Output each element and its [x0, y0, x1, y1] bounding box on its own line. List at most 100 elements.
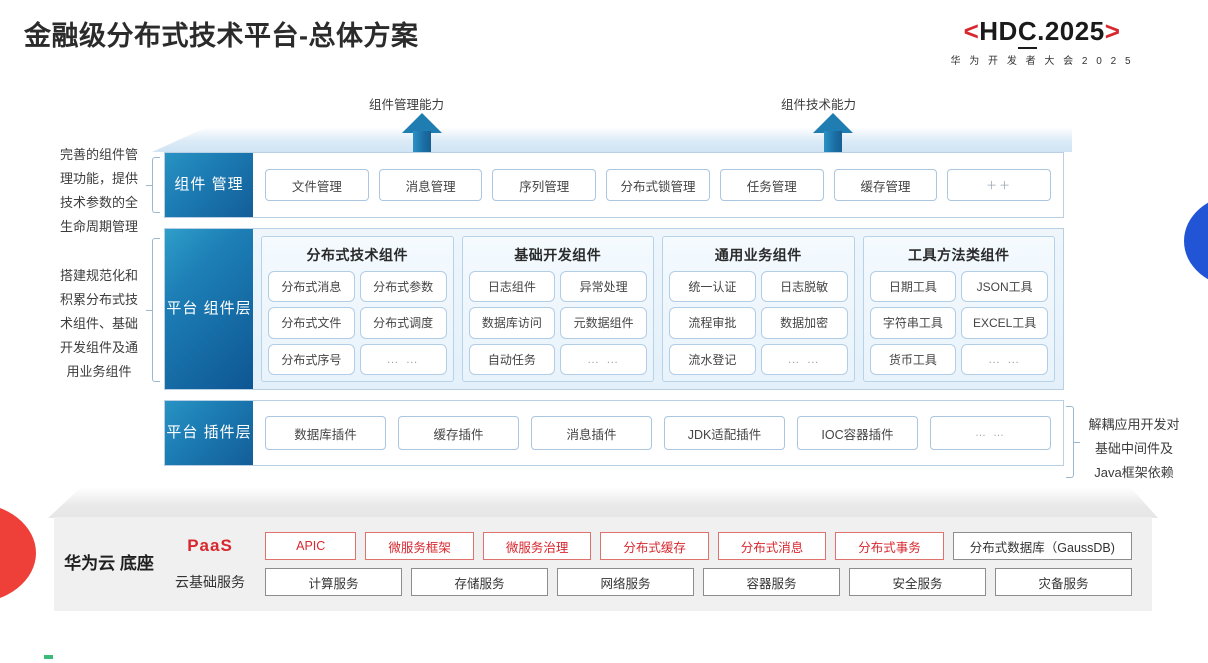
bracket-stub — [1074, 442, 1080, 443]
layer-label-platform-plugins: 平台 插件层 — [165, 401, 253, 465]
component-item[interactable]: 元数据组件 — [560, 307, 647, 339]
component-item[interactable]: … … — [961, 343, 1048, 375]
layer-body-platform-plugins: 数据库插件缓存插件消息插件 JDK适配插件 IOC容器插件 … … — [253, 401, 1063, 465]
arrow-label-technology: 组件技术能力 — [781, 98, 857, 112]
platform-plugin-item[interactable]: IOC容器插件 — [797, 416, 918, 450]
component-item[interactable]: 自动任务 — [468, 343, 556, 375]
blue-blob-decoration — [1184, 195, 1208, 287]
cloud-service-item[interactable]: APIC — [265, 532, 357, 560]
component-item[interactable]: 数据库访问 — [468, 307, 556, 339]
bracket-decoupling — [1066, 406, 1074, 478]
component-item[interactable]: 分布式参数 — [359, 271, 447, 303]
component-item[interactable]: … … — [760, 343, 848, 375]
hdc-logo-subtitle: 华 为 开 发 者 大 会 2 0 2 5 — [950, 56, 1134, 67]
cloud-base-rows: PaaS APIC 微服务框架微服务治理分布式缓存分布式消息分布式事务分布式数据库（… — [164, 532, 1152, 596]
logo-left-bracket: < — [963, 16, 980, 46]
logo-right-bracket: > — [1104, 16, 1121, 46]
component-item[interactable]: 流程审批 — [669, 307, 756, 339]
component-group-title: 通用业务组件 — [714, 247, 802, 263]
component-group-grid: 日志组件异常处理数据库访问元数据组件自动任务… … — [468, 271, 647, 375]
red-wedge-decoration — [0, 503, 36, 603]
arrow-head — [402, 113, 442, 133]
logo-text-year: .2025 — [1037, 16, 1105, 46]
cloud-service-item[interactable]: 分布式缓存 — [600, 532, 709, 560]
green-tick-decoration — [44, 655, 53, 659]
cloud-base-row: PaaS APIC 微服务框架微服务治理分布式缓存分布式消息分布式事务分布式数据库（… — [164, 532, 1133, 560]
component-management-item[interactable]: 缓存管理 — [833, 169, 938, 201]
cloud-base-row-label: PaaS — [187, 536, 233, 555]
logo-text-hd: HD — [979, 16, 1018, 46]
layer-platform-components: 平台 组件层 分布式技术组件分布式消息分布式参数分布式文件分布式调度分布式序号…… — [164, 228, 1064, 390]
platform-plugin-item[interactable]: JDK适配插件 — [664, 416, 785, 450]
component-item[interactable]: 分布式消息 — [268, 271, 355, 303]
note-management: 完善的组件管 理功能，提供 技术参数的全 生命周期管理 — [59, 147, 138, 235]
component-item[interactable]: 日志脱敏 — [760, 271, 848, 303]
cloud-service-item[interactable]: 微服务框架 — [365, 532, 474, 560]
component-item[interactable]: 日期工具 — [869, 271, 957, 303]
platform-plugin-item[interactable]: 消息插件 — [531, 416, 652, 450]
cloud-service-item[interactable]: 存储服务 — [411, 568, 548, 596]
component-item[interactable]: … … — [359, 343, 447, 375]
logo-text-c: C — [1017, 16, 1038, 49]
layer-label-component-management: 组件 管理 — [165, 153, 253, 217]
component-group: 分布式技术组件分布式消息分布式参数分布式文件分布式调度分布式序号… … — [261, 236, 454, 382]
cloud-service-item[interactable]: 网络服务 — [557, 568, 694, 596]
note-components: 搭建规范化和 积累分布式技 术组件、基础 开发组件及通 用业务组件 — [59, 268, 138, 380]
component-item[interactable]: 流水登记 — [669, 343, 756, 375]
cloud-service-item[interactable]: 分布式数据库（GaussDB) — [952, 532, 1133, 560]
component-management-item[interactable]: 任务管理 — [719, 169, 824, 201]
component-group-title: 基础开发组件 — [514, 247, 602, 263]
component-item[interactable]: 日志组件 — [468, 271, 556, 303]
cloud-service-item[interactable]: 安全服务 — [849, 568, 986, 596]
component-group-grid: 分布式消息分布式参数分布式文件分布式调度分布式序号… … — [268, 271, 447, 375]
component-management-item[interactable]: ＋＋ — [947, 169, 1052, 201]
component-item[interactable]: EXCEL工具 — [961, 307, 1048, 339]
cloud-service-item[interactable]: 分布式事务 — [835, 532, 944, 560]
component-item[interactable]: … … — [560, 343, 647, 375]
component-group-grid: 统一认证日志脱敏流程审批数据加密流水登记… … — [669, 271, 848, 375]
component-group: 通用业务组件统一认证日志脱敏流程审批数据加密流水登记… … — [662, 236, 855, 382]
component-item[interactable]: 统一认证 — [669, 271, 756, 303]
layer-label-platform-components: 平台 组件层 — [165, 229, 253, 389]
component-item[interactable]: 数据加密 — [760, 307, 848, 339]
layer-body-platform-components: 分布式技术组件分布式消息分布式参数分布式文件分布式调度分布式序号… …基础开发组… — [253, 229, 1063, 389]
cloud-service-item[interactable]: 容器服务 — [703, 568, 840, 596]
bracket-stub — [146, 310, 152, 311]
component-management-item[interactable]: 分布式锁管理 — [606, 169, 710, 201]
layer-component-management: 组件 管理 文件管理消息管理序列管理分布式锁管理任务管理缓存管理 ＋＋ — [164, 152, 1064, 218]
component-item[interactable]: 分布式序号 — [268, 343, 355, 375]
component-group-title: 分布式技术组件 — [306, 247, 408, 263]
component-management-item[interactable]: 文件管理 — [265, 169, 369, 201]
cloud-base-title: 华为云 底座 — [64, 553, 154, 573]
platform-plugin-item[interactable]: 数据库插件 — [265, 416, 386, 450]
cloud-service-item[interactable]: 微服务治理 — [482, 532, 592, 560]
component-item[interactable]: 分布式文件 — [268, 307, 355, 339]
component-item[interactable]: JSON工具 — [961, 271, 1048, 303]
bracket-components — [152, 238, 160, 382]
component-item[interactable]: 货币工具 — [869, 343, 957, 375]
arrow-label-management: 组件管理能力 — [369, 98, 445, 112]
component-item[interactable]: 字符串工具 — [869, 307, 957, 339]
cloud-service-item[interactable]: 计算服务 — [265, 568, 402, 596]
bracket-stub — [146, 185, 152, 186]
component-management-item[interactable]: 序列管理 — [492, 169, 597, 201]
layer-body-component-management: 文件管理消息管理序列管理分布式锁管理任务管理缓存管理 ＋＋ — [253, 153, 1063, 217]
platform-plugin-item[interactable]: 缓存插件 — [398, 416, 519, 450]
component-management-item[interactable]: 消息管理 — [378, 169, 483, 201]
cloud-service-item[interactable]: 分布式消息 — [717, 532, 827, 560]
cloud-service-item[interactable]: 灾备服务 — [995, 568, 1132, 596]
bracket-management — [152, 157, 160, 213]
page-title: 金融级分布式技术平台-总体方案 — [24, 21, 419, 51]
cloud-base-row-label: 云基础服务 — [175, 574, 245, 590]
component-group: 基础开发组件日志组件异常处理数据库访问元数据组件自动任务… … — [461, 236, 654, 382]
cloud-base-row: 云基础服务 计算服务存储服务网络服务容器服务安全服务灾备服务 — [164, 568, 1132, 596]
component-item[interactable]: 分布式调度 — [359, 307, 447, 339]
note-decoupling: 解耦应用开发对 基础中间件及 Java框架依赖 — [1088, 417, 1180, 481]
top-perspective-plate — [152, 127, 1072, 152]
arrow-head — [813, 113, 853, 133]
cloud-perspective-plate — [48, 487, 1158, 518]
component-item[interactable]: 异常处理 — [560, 271, 647, 303]
hdc-logo: <HDC.2025> 华 为 开 发 者 大 会 2 0 2 5 — [892, 16, 1192, 67]
platform-plugin-item[interactable]: … … — [930, 416, 1051, 450]
